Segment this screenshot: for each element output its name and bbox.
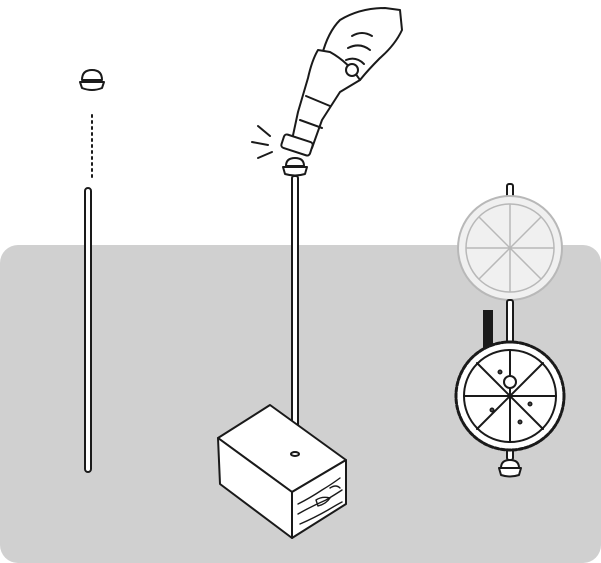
wood-block-icon: [217, 404, 347, 539]
rod-icon: [84, 187, 92, 473]
step-2-group: [217, 7, 403, 539]
rod-icon: [291, 175, 299, 455]
step-3-group: [454, 183, 566, 478]
end-cap-icon: [282, 157, 308, 177]
cake-disc-ghost-icon: [457, 195, 563, 301]
end-cap-icon: [498, 459, 522, 478]
mallet-icon: [280, 49, 361, 157]
impact-lines-icon: [251, 125, 273, 159]
cake-disc-icon: [454, 340, 566, 452]
step-1-group: [79, 69, 105, 473]
ground-panel: [0, 245, 601, 563]
end-cap-icon: [79, 69, 105, 91]
